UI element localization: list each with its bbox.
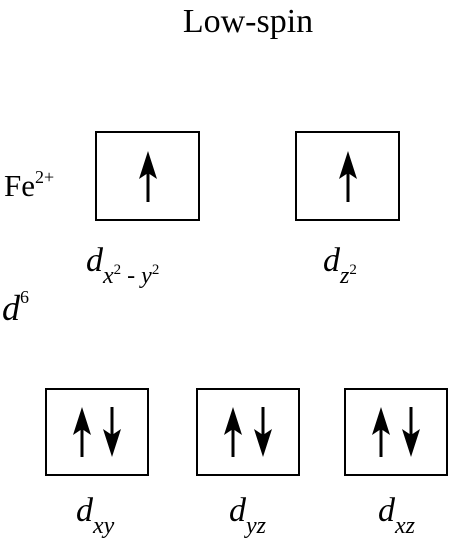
orbital-box-dx2-y2 [95, 131, 200, 221]
configuration-letter: d [2, 288, 20, 328]
orbital-subscript: x2 - y2 [103, 262, 160, 289]
electron-pair-arrows-icon [224, 407, 272, 457]
orbital-box-dxz [344, 388, 448, 476]
orbital-subscript: yz [246, 513, 266, 539]
orbital-label-d: d [76, 492, 93, 529]
orbital-label-dxz: dxz [378, 492, 415, 539]
ion-symbol: Fe [4, 168, 35, 203]
ion-label: Fe2+ [4, 167, 55, 208]
orbital-label-dyz: dyz [229, 492, 266, 539]
electron-up-arrow-icon [139, 151, 157, 202]
orbital-box-dz2 [295, 131, 400, 221]
orbital-label-d: d [378, 492, 395, 529]
orbital-subscript: z2 [340, 262, 357, 289]
orbital-label-dz2: dz2 [323, 242, 357, 289]
orbital-subscript: xy [93, 513, 115, 539]
electron-up-arrow-icon [339, 151, 357, 202]
orbital-label-dx2-y2: dx2 - y2 [86, 242, 159, 289]
electron-pair-arrows-icon [73, 407, 121, 457]
electron-configuration: d6 [2, 287, 29, 334]
orbital-label-d: d [86, 242, 103, 279]
ion-charge: 2+ [35, 167, 55, 187]
diagram-title: Low-spin [182, 3, 314, 40]
orbital-label-dxy: dxy [76, 492, 114, 539]
orbital-box-dxy [45, 388, 149, 476]
orbital-subscript: xz [395, 513, 415, 539]
configuration-count: 6 [20, 287, 29, 307]
orbital-box-dyz [196, 388, 300, 476]
orbital-label-d: d [323, 242, 340, 279]
orbital-label-d: d [229, 492, 246, 529]
electron-pair-arrows-icon [372, 407, 420, 457]
